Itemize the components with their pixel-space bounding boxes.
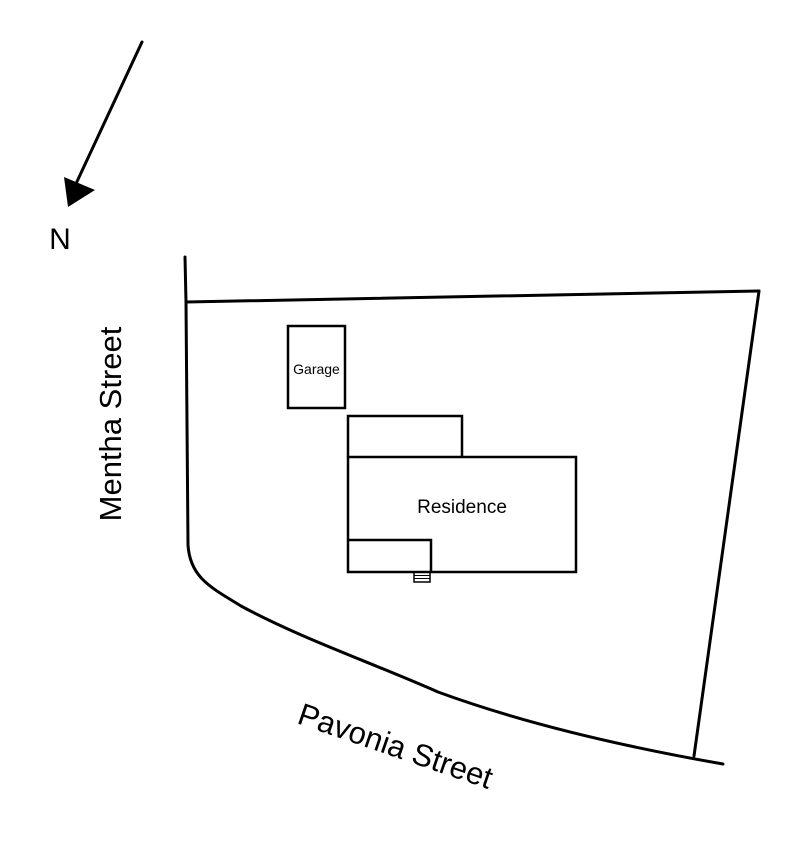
north-label: N	[49, 223, 71, 256]
garage: Garage	[286, 324, 347, 410]
property-boundary	[183, 255, 761, 766]
residence-porch	[348, 538, 433, 572]
residence: Residence	[346, 414, 578, 583]
boundary-west-line	[183, 255, 190, 547]
garage-outline	[286, 324, 347, 410]
residence-rear-wing	[346, 414, 464, 457]
north-arrow-head	[64, 177, 95, 207]
garage-label: Garage	[293, 361, 340, 377]
north-arrow: N	[49, 40, 144, 256]
residence-steps	[413, 571, 431, 583]
residence-label: Residence	[417, 497, 507, 518]
pavonia-street-label: Pavonia Street	[294, 696, 498, 795]
boundary-south-curve	[186, 543, 725, 766]
boundary-north-line	[184, 289, 761, 304]
north-arrow-shaft	[72, 40, 144, 190]
mentha-street-label: Mentha Street	[93, 326, 128, 521]
boundary-east-line	[692, 289, 761, 758]
